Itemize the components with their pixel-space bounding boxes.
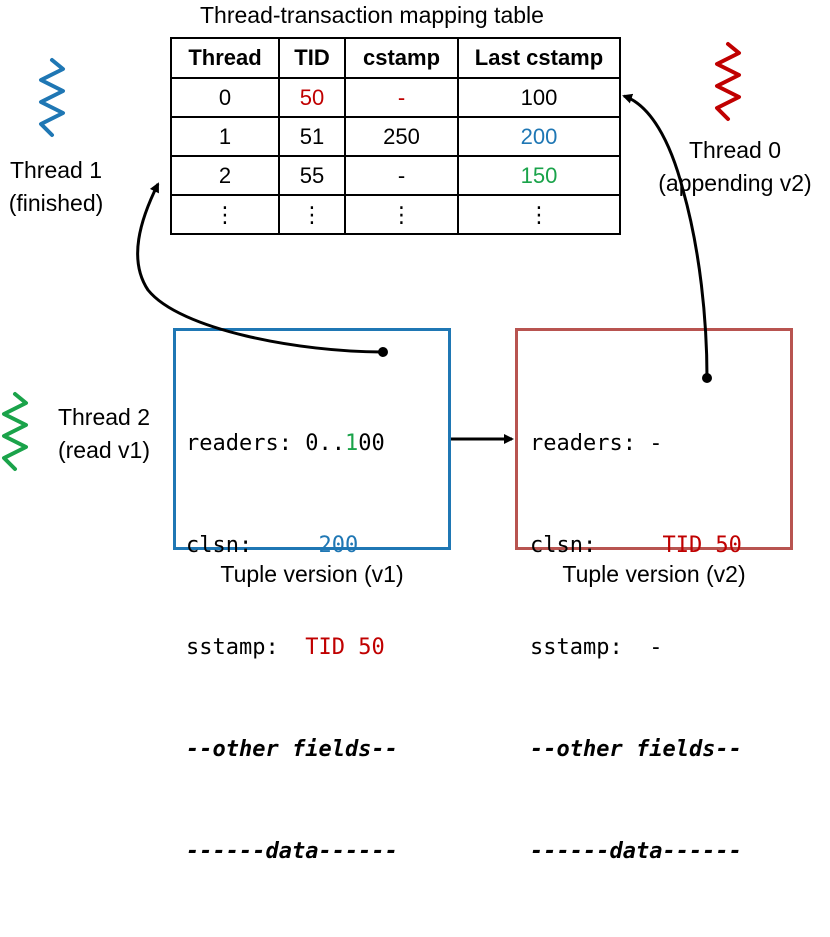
table-cell: ⋮ [457, 194, 621, 235]
table-cell: ⋮ [344, 194, 459, 235]
mapping-table: Thread TID cstamp Last cstamp 0 50 - 100… [170, 37, 621, 235]
header-last-cstamp: Last cstamp [457, 37, 621, 79]
thread0-name: Thread 0 [688, 137, 782, 163]
v2-readers-arrow [622, 93, 709, 379]
v1-clsn-label: clsn: [186, 533, 319, 558]
table-cell: 55 [278, 155, 346, 196]
table-cell: 200 [457, 116, 621, 157]
table-cell: ⋮ [170, 194, 280, 235]
table-cell: 1 [170, 116, 280, 157]
thread2-status: (read v1) [57, 437, 151, 463]
v2-sstamp-row: sstamp: - [530, 631, 742, 665]
thread0-squiggle-icon [715, 42, 741, 121]
v1-readers-value: 0..100 [305, 431, 385, 456]
table-row: 2 55 - 150 [170, 155, 621, 196]
table-cell: ⋮ [278, 194, 346, 235]
thread1-name: Thread 1 [9, 157, 103, 183]
v2-clsn-row: clsn: TID 50 [530, 529, 742, 563]
header-tid: TID [278, 37, 346, 79]
thread2-name: Thread 2 [57, 404, 151, 430]
v1-data: ------data------ [186, 839, 398, 864]
table-cell: - [344, 77, 459, 118]
table-cell: 50 [278, 77, 346, 118]
v1-sstamp-value: TID 50 [305, 635, 385, 660]
thread1-label: Thread 1 (finished) [0, 154, 112, 220]
table-header-row: Thread TID cstamp Last cstamp [170, 37, 621, 79]
v1-readers-pre: 0.. [305, 431, 345, 456]
header-thread: Thread [170, 37, 280, 79]
diagram-overlay [2, 42, 741, 471]
v2-clsn-label: clsn: [530, 533, 663, 558]
v1-other-fields: --other fields-- [186, 737, 398, 762]
tuple-v1-caption: Tuple version (v1) [220, 561, 404, 587]
v2-sstamp-label: sstamp: [530, 635, 650, 660]
v1-readers-highlight: 1 [344, 431, 359, 456]
v2-readers-value: - [649, 431, 663, 456]
v2-readers-label: readers: [530, 431, 650, 456]
v2-readers-row: readers: - [530, 427, 742, 461]
table-cell: 0 [170, 77, 280, 118]
v1-clsn-value: 200 [318, 533, 359, 558]
thread1-squiggle-icon [39, 58, 65, 137]
table-row: 1 51 250 200 [170, 116, 621, 157]
table-cell: 150 [457, 155, 621, 196]
thread1-status: (finished) [8, 190, 104, 216]
table-row: ⋮ ⋮ ⋮ ⋮ [170, 194, 621, 235]
v1-readers-row: readers: 0..100 [186, 427, 398, 461]
table-cell: 100 [457, 77, 621, 118]
table-cell: - [344, 155, 459, 196]
table-title: Thread-transaction mapping table [200, 2, 544, 28]
v1-readers-arrow [136, 182, 384, 354]
v1-clsn-row: clsn: 200 [186, 529, 398, 563]
v2-data: ------data------ [530, 839, 742, 864]
thread2-squiggle-icon [2, 392, 28, 471]
v1-sstamp-row: sstamp: TID 50 [186, 631, 398, 665]
v2-clsn-value: TID 50 [662, 533, 742, 558]
v1-sstamp-label: sstamp: [186, 635, 306, 660]
v2-other-fields: --other fields-- [530, 737, 742, 762]
v1-readers-label: readers: [186, 431, 306, 456]
v1-readers-post: 00 [358, 431, 385, 456]
table-cell: 2 [170, 155, 280, 196]
table-cell: 51 [278, 116, 346, 157]
v2-sstamp-value: - [649, 635, 663, 660]
table-row: 0 50 - 100 [170, 77, 621, 118]
tuple-v2-caption: Tuple version (v2) [562, 561, 746, 587]
header-cstamp: cstamp [344, 37, 459, 79]
thread0-label: Thread 0 (appending v2) [640, 134, 830, 200]
thread2-label: Thread 2 (read v1) [42, 401, 166, 467]
table-cell: 250 [344, 116, 459, 157]
